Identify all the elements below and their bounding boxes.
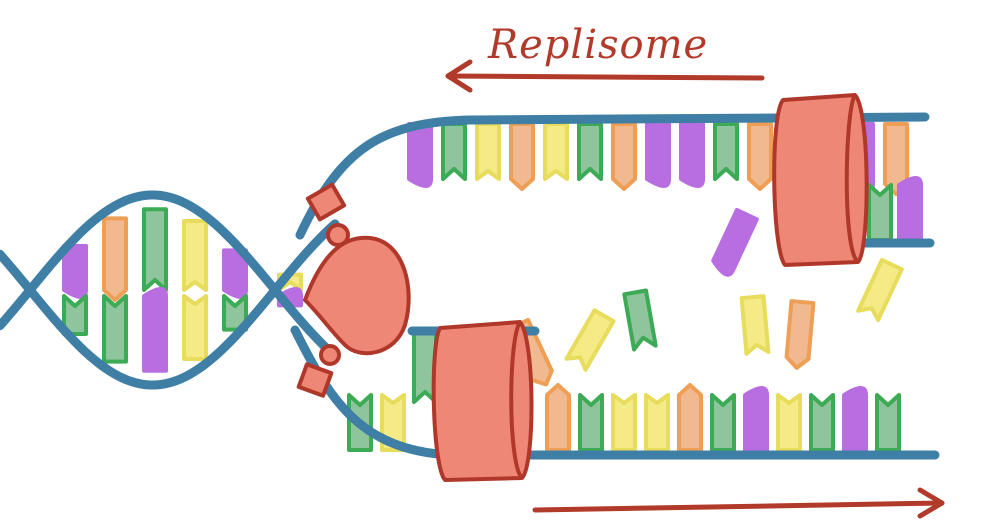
helix-strand-a <box>0 219 340 390</box>
orange-base <box>677 383 703 452</box>
replisome-label: Replisome <box>488 22 709 68</box>
green-base <box>577 122 603 181</box>
polymerase-leading-rim <box>844 93 860 264</box>
direction-arrows <box>445 59 945 519</box>
replisome-direction-arrow <box>445 73 765 81</box>
purple-base <box>743 386 769 452</box>
yellow-base <box>644 393 670 452</box>
purple-base <box>711 207 759 277</box>
green-base <box>809 393 835 452</box>
green-base <box>710 393 736 452</box>
bottom-template-strand <box>290 325 940 460</box>
orange-base <box>747 122 773 191</box>
yellow-base <box>611 393 637 452</box>
purple-base <box>842 386 868 452</box>
yellow-base <box>739 294 771 356</box>
purple-base <box>645 122 671 188</box>
orange-base <box>784 299 816 370</box>
orange-base <box>545 383 571 452</box>
purple-base <box>62 243 88 299</box>
primase-bottom <box>296 362 334 398</box>
orange-base <box>102 216 128 302</box>
helix-strand-b <box>0 190 340 361</box>
arrowhead-right-icon <box>917 487 945 519</box>
yellow-base <box>182 218 208 292</box>
purple-base <box>142 287 168 373</box>
purple-base <box>407 122 433 188</box>
arrowhead-left-icon <box>445 59 473 93</box>
yellow-base <box>776 393 802 452</box>
lagging-direction-arrow <box>532 500 945 513</box>
yellow-base <box>475 122 501 181</box>
green-base <box>713 122 739 181</box>
helix-base-pairs <box>62 207 303 373</box>
green-base <box>578 393 604 452</box>
orange-base <box>509 122 535 191</box>
polymerase-leading <box>772 93 869 267</box>
green-base <box>622 288 658 352</box>
green-base <box>102 294 128 364</box>
yellow-base <box>182 294 208 362</box>
polymerase-lagging-rim <box>509 320 524 480</box>
purple-base <box>222 248 248 299</box>
green-base <box>867 183 893 242</box>
clamp-top <box>326 223 350 247</box>
replisome-proteins <box>296 93 869 482</box>
green-base <box>875 393 901 452</box>
green-base <box>441 122 467 181</box>
yellow-base <box>564 308 616 372</box>
primase-top <box>305 182 347 222</box>
purple-base <box>897 176 923 242</box>
yellow-base <box>856 257 904 323</box>
orange-base <box>611 122 637 191</box>
free-nucleotides <box>506 207 904 387</box>
clamp-bottom <box>319 344 341 366</box>
green-base <box>142 207 168 292</box>
yellow-base <box>543 122 569 181</box>
green-base <box>62 294 88 337</box>
helicase <box>303 235 411 356</box>
purple-base <box>679 122 705 188</box>
lagging-template-bases <box>347 330 901 452</box>
